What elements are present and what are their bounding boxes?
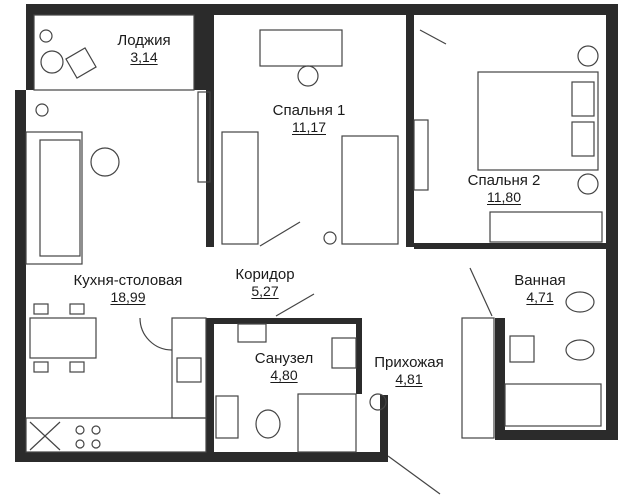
kitchen-counter-side [171,317,207,419]
sink-icon-bath [565,339,595,361]
office-chair [297,65,319,87]
hall-wardrobe [461,317,495,439]
wall-top-mid [226,4,408,15]
room-name-loggia: Лоджия [117,32,171,49]
bathtub [504,383,602,427]
bath-door [469,267,493,317]
wall-bed1-right [406,15,414,247]
wall-bed2-bottom [414,243,606,249]
wall-loggia-right [194,15,206,90]
entry-door [387,455,441,495]
room-name-hall: Прихожая [374,354,444,371]
desk [259,29,343,67]
room-name-bedroom2: Спальня 2 [467,172,541,189]
room-label-loggia: Лоджия 3,14 [104,32,184,65]
room-label-bathroom: Ванная 4,71 [502,272,578,305]
wall-loggia-left [26,4,34,90]
wall-bottom-right [505,430,618,440]
wardrobe [221,131,259,245]
stove-icon-2 [91,425,101,435]
wc-toilet [255,409,281,439]
fridge-cross-2 [29,421,61,451]
hall-mirror [369,393,387,411]
room-area-kitchen: 18,99 [110,289,146,306]
bath-furniture [215,267,602,495]
sink-icon [176,357,202,383]
room-area-loggia: 3,14 [130,49,158,66]
wardrobe-3 [413,119,429,191]
washer [509,335,535,363]
wall-entry-right [380,395,388,462]
loggia-chair [65,47,97,79]
room-name-kitchen: Кухня-столовая [73,272,183,289]
chair-icon-3 [33,361,49,373]
wall-bottom-left [15,452,387,462]
wall-top-right [408,4,618,15]
wall-top-left [26,4,226,15]
sofa [25,131,83,265]
stove-icon-4 [91,439,101,449]
kitchen-counter [25,417,207,453]
bedroom2-furniture [413,29,603,243]
wall-left-upper [15,90,26,460]
nightstand-3 [577,173,599,195]
room-area-wc: 4,80 [270,367,298,384]
room-area-hall: 4,81 [395,371,423,388]
room-label-hall: Прихожая 4,81 [364,354,454,387]
stove-icon [75,425,85,435]
pillow-2 [571,121,595,157]
room-name-bedroom1: Спальня 1 [272,102,346,119]
chair-icon-4 [69,361,85,373]
kitchen-door-swing [139,317,173,351]
wardrobe-2 [489,211,603,243]
sofa-seat [39,139,81,257]
wall-wc-top [214,318,362,324]
wall-wc-left [206,318,214,452]
room-label-bedroom2: Спальня 2 11,80 [454,172,554,205]
room-name-wc: Санузел [254,350,314,367]
chair-icon [33,303,49,315]
loggia-table [35,103,49,117]
room-label-wc: Санузел 4,80 [244,350,324,383]
shower-tray [297,393,357,453]
door-bed1 [259,221,301,247]
wall-wc-right [356,318,362,394]
wc-basin [237,323,267,343]
room-label-kitchen: Кухня-столовая 18,99 [58,272,198,305]
coffee-table [90,147,120,177]
room-area-bedroom1: 11,17 [292,119,326,136]
chair-icon-2 [69,303,85,315]
nightstand-2 [577,45,599,67]
wc-sink [331,337,357,369]
towel-rack [215,395,239,439]
room-label-corridor: Коридор 5,27 [222,266,308,299]
stove-icon-3 [75,439,85,449]
loggia-furniture [33,14,195,117]
room-label-bedroom1: Спальня 1 11,17 [264,102,354,135]
door-bed2 [419,29,447,45]
wall-bath-left [495,318,505,440]
room-name-corridor: Коридор [235,266,295,283]
corridor-door [275,293,315,317]
kitchen-partition [197,91,211,183]
bed-single [341,135,399,245]
nightstand [323,231,337,245]
dining-table [29,317,97,359]
plant-icon [40,50,64,74]
room-area-bathroom: 4,71 [526,289,554,306]
room-name-bathroom: Ванная [514,272,566,289]
room-area-bedroom2: 11,80 [487,189,521,206]
loggia-window [33,14,195,91]
wall-right [606,4,618,440]
room-area-corridor: 5,27 [251,283,279,300]
pillow [571,81,595,117]
plant-icon-2 [39,29,53,43]
double-bed [477,71,599,171]
toilet-icon [565,291,595,313]
kitchen-furniture [25,91,211,453]
bedroom1-furniture [221,29,399,247]
walls [15,4,618,462]
